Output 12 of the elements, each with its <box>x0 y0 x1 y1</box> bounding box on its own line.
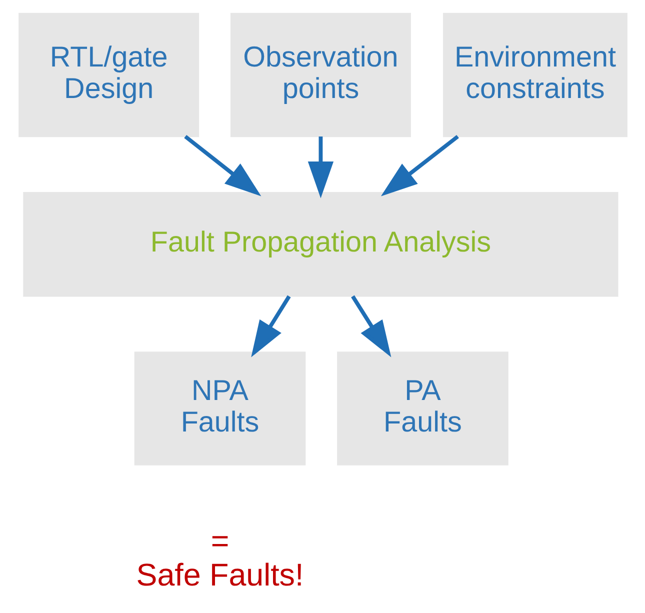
node-box: RTL/gate Design <box>18 12 199 138</box>
node-box: PA Faults <box>336 352 508 466</box>
node-box: Fault Propagation Analysis <box>22 192 618 297</box>
arrow <box>250 295 290 358</box>
node-box: Environment constraints <box>442 12 627 138</box>
node-box: Observation points <box>230 12 410 138</box>
arrow <box>350 295 391 358</box>
arrow <box>184 134 261 196</box>
node-box: NPA Faults <box>134 352 306 466</box>
arrow <box>307 136 334 198</box>
arrow <box>380 134 458 196</box>
node-label: = Safe Faults! <box>136 523 304 592</box>
